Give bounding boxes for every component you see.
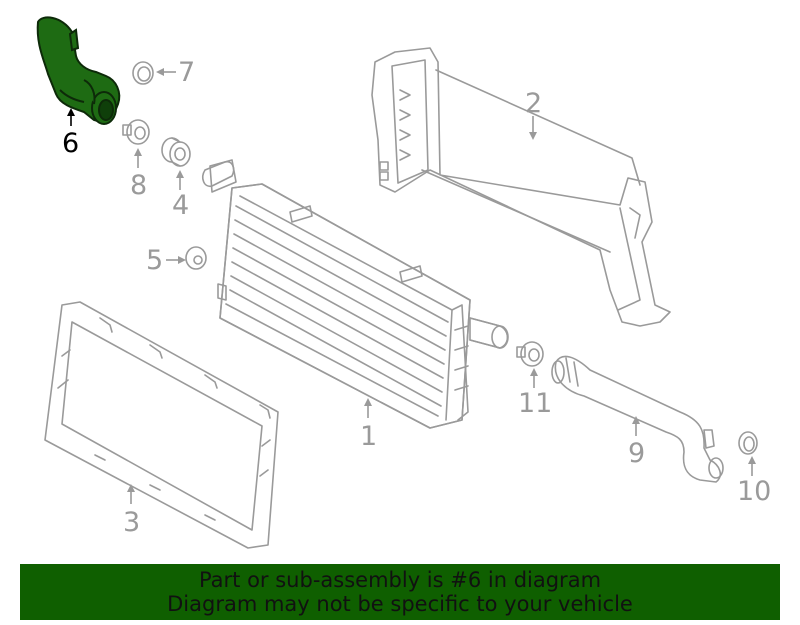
part-6-upper-hose[interactable]	[36, 16, 121, 125]
callout-9: 9	[628, 438, 645, 469]
part-8-clamp[interactable]	[122, 119, 150, 145]
part-1-radiator[interactable]	[202, 159, 509, 429]
part-4-bushing[interactable]	[161, 137, 191, 167]
callout-2: 2	[525, 88, 542, 119]
parts-diagram: 1 2 3 4 5 6 7 8 9 10 11	[36, 16, 771, 549]
callout-5: 5	[146, 245, 163, 276]
callout-3: 3	[123, 507, 140, 538]
callout-8: 8	[130, 170, 147, 201]
part-5-nut[interactable]	[185, 246, 207, 270]
part-11-clamp[interactable]	[516, 341, 544, 367]
callout-6: 6	[62, 128, 79, 159]
part-9-lower-hose[interactable]	[551, 355, 724, 483]
callout-4: 4	[172, 190, 189, 221]
banner-line-part: Part or sub-assembly is #6 in diagram	[198, 568, 602, 592]
part-7-clamp[interactable]	[132, 61, 154, 85]
leaders	[67, 68, 756, 504]
part-2-support-frame[interactable]	[371, 47, 671, 327]
callout-7: 7	[178, 57, 195, 88]
callout-1: 1	[360, 421, 377, 452]
callout-11: 11	[518, 388, 552, 419]
callout-10: 10	[737, 476, 771, 507]
banner-line-disclaimer: Diagram may not be specific to your vehi…	[167, 592, 633, 616]
part-3-shroud[interactable]	[44, 301, 279, 549]
part-10-clamp[interactable]	[738, 431, 758, 455]
notice-banner: Part or sub-assembly is #6 in diagram Di…	[20, 564, 780, 620]
